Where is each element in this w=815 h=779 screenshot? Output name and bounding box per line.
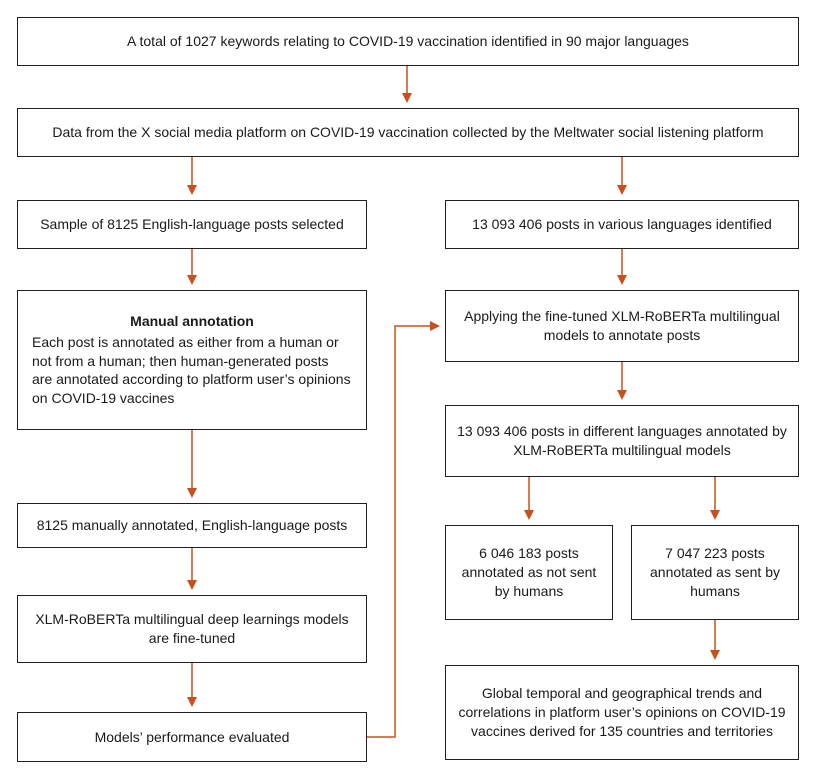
- manual-annotation-body: Each post is annotated as either from a …: [32, 333, 351, 407]
- manually-annotated-text: 8125 manually annotated, English-languag…: [36, 517, 348, 534]
- box-performance: Models’ performance evaluated: [17, 712, 367, 762]
- posts-annotated-text: 13 093 406 posts in different languages …: [457, 423, 787, 458]
- keywords-text: A total of 1027 keywords relating to COV…: [127, 33, 689, 50]
- box-posts-identified: 13 093 406 posts in various languages id…: [445, 200, 799, 249]
- manual-annotation-title: Manual annotation: [130, 312, 254, 329]
- box-trends: Global temporal and geographical trends …: [445, 665, 799, 760]
- box-sample: Sample of 8125 English-language posts se…: [17, 200, 367, 249]
- box-data-collected: Data from the X social media platform on…: [17, 108, 799, 157]
- box-keywords: A total of 1027 keywords relating to COV…: [17, 17, 799, 66]
- trends-text: Global temporal and geographical trends …: [458, 685, 786, 739]
- arrow-performance-to-applying: [367, 321, 440, 738]
- box-posts-annotated: 13 093 406 posts in different languages …: [445, 405, 799, 477]
- box-fine-tuned: XLM-RoBERTa multilingual deep learnings …: [17, 595, 367, 663]
- box-not-humans: 6 046 183 posts annotated as not sent by…: [445, 525, 613, 620]
- fine-tuned-text: XLM-RoBERTa multilingual deep learnings …: [35, 611, 349, 646]
- posts-identified-text: 13 093 406 posts in various languages id…: [472, 216, 772, 233]
- box-applying-models: Applying the fine-tuned XLM-RoBERTa mult…: [445, 290, 799, 362]
- performance-text: Models’ performance evaluated: [94, 728, 290, 745]
- box-manual-annotation: Manual annotation Each post is annotated…: [17, 290, 367, 430]
- box-manually-annotated: 8125 manually annotated, English-languag…: [17, 503, 367, 548]
- applying-models-text: Applying the fine-tuned XLM-RoBERTa mult…: [464, 308, 780, 343]
- sample-text: Sample of 8125 English-language posts se…: [40, 216, 344, 233]
- by-humans-text: 7 047 223 posts annotated as sent by hum…: [650, 545, 780, 599]
- data-collected-text: Data from the X social media platform on…: [52, 124, 764, 141]
- not-humans-text: 6 046 183 posts annotated as not sent by…: [461, 545, 597, 599]
- box-by-humans: 7 047 223 posts annotated as sent by hum…: [631, 525, 799, 620]
